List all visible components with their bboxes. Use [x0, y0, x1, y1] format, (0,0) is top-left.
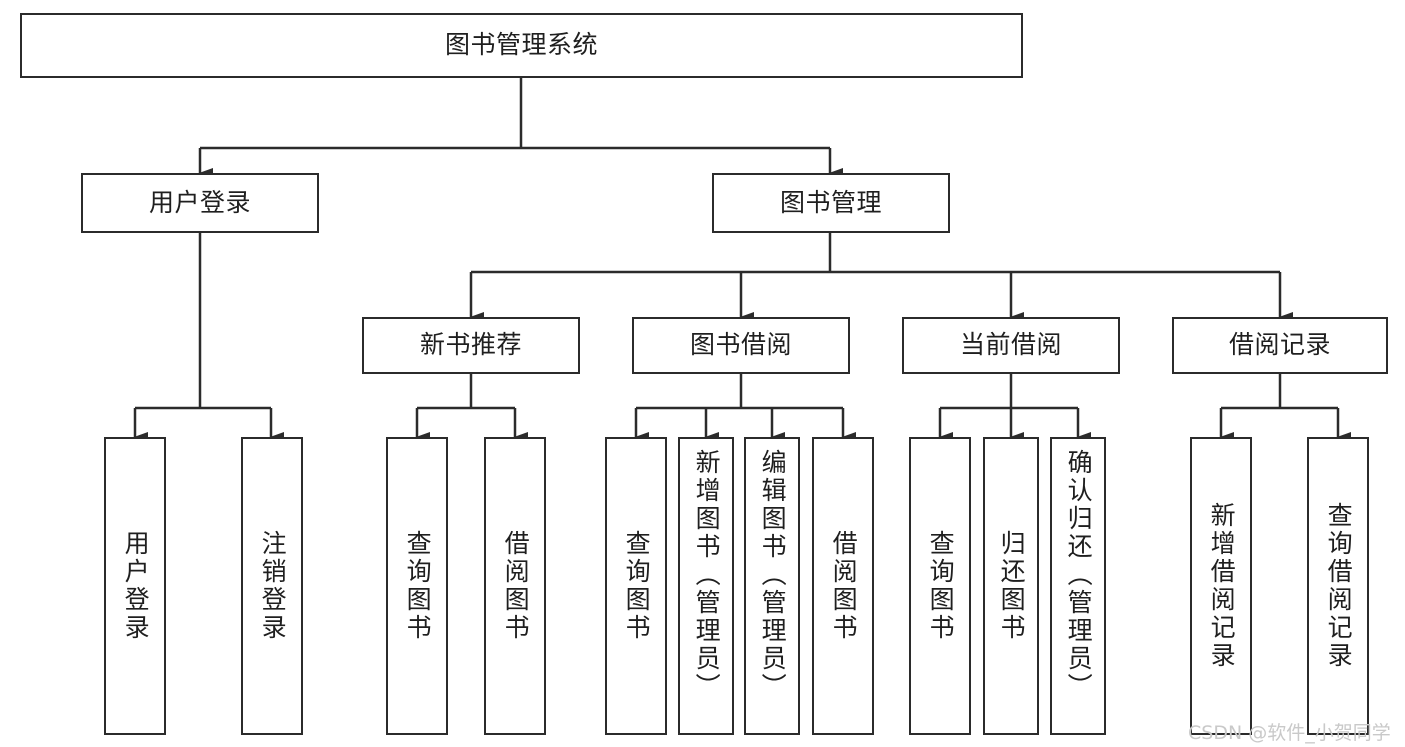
node-root-label: 图书管理系统: [444, 30, 598, 60]
leaf-logout-label: 注销登录: [258, 530, 288, 642]
node-root[interactable]: 图书管理系统: [20, 13, 1023, 78]
leaf-logout[interactable]: 注销登录: [241, 437, 303, 735]
node-book-management[interactable]: 图书管理: [712, 173, 950, 233]
node-user-login-label: 用户登录: [148, 187, 251, 217]
leaf-edit-book-admin[interactable]: 编辑图书（管理员）: [744, 437, 800, 735]
leaf-add-record-label: 新增借阅记录: [1207, 502, 1237, 670]
leaf-query-record[interactable]: 查询借阅记录: [1307, 437, 1369, 735]
leaf-query-book-1[interactable]: 查询图书: [386, 437, 448, 735]
leaf-query-record-label: 查询借阅记录: [1324, 502, 1354, 670]
leaf-confirm-return-label: 确认归还（管理员）: [1064, 449, 1094, 701]
leaf-query-book-2-label: 查询图书: [622, 530, 652, 642]
node-current-borrow[interactable]: 当前借阅: [902, 317, 1120, 374]
leaf-borrow-book-2[interactable]: 借阅图书: [812, 437, 874, 735]
leaf-user-login-label: 用户登录: [121, 530, 151, 642]
node-user-login[interactable]: 用户登录: [81, 173, 319, 233]
leaf-query-book-1-label: 查询图书: [403, 530, 433, 642]
node-current-borrow-label: 当前借阅: [959, 330, 1062, 360]
node-book-borrow[interactable]: 图书借阅: [632, 317, 850, 374]
leaf-query-book-2[interactable]: 查询图书: [605, 437, 667, 735]
leaf-confirm-return[interactable]: 确认归还（管理员）: [1050, 437, 1106, 735]
leaf-return-book[interactable]: 归还图书: [983, 437, 1039, 735]
node-new-book-recommend[interactable]: 新书推荐: [362, 317, 580, 374]
leaf-edit-book-admin-label: 编辑图书（管理员）: [758, 449, 788, 701]
leaf-borrow-book-1[interactable]: 借阅图书: [484, 437, 546, 735]
leaf-user-login[interactable]: 用户登录: [104, 437, 166, 735]
node-new-book-recommend-label: 新书推荐: [419, 330, 522, 360]
leaf-add-book-admin-label: 新增图书（管理员）: [692, 449, 722, 701]
leaf-add-book-admin[interactable]: 新增图书（管理员）: [678, 437, 734, 735]
node-borrow-record-label: 借阅记录: [1228, 330, 1331, 360]
node-book-management-label: 图书管理: [779, 187, 882, 217]
node-borrow-record[interactable]: 借阅记录: [1172, 317, 1388, 374]
leaf-query-book-3-label: 查询图书: [926, 530, 956, 642]
leaf-borrow-book-1-label: 借阅图书: [501, 530, 531, 642]
leaf-borrow-book-2-label: 借阅图书: [829, 530, 859, 642]
node-book-borrow-label: 图书借阅: [689, 330, 792, 360]
leaf-add-record[interactable]: 新增借阅记录: [1190, 437, 1252, 735]
leaf-return-book-label: 归还图书: [997, 530, 1027, 642]
leaf-query-book-3[interactable]: 查询图书: [909, 437, 971, 735]
